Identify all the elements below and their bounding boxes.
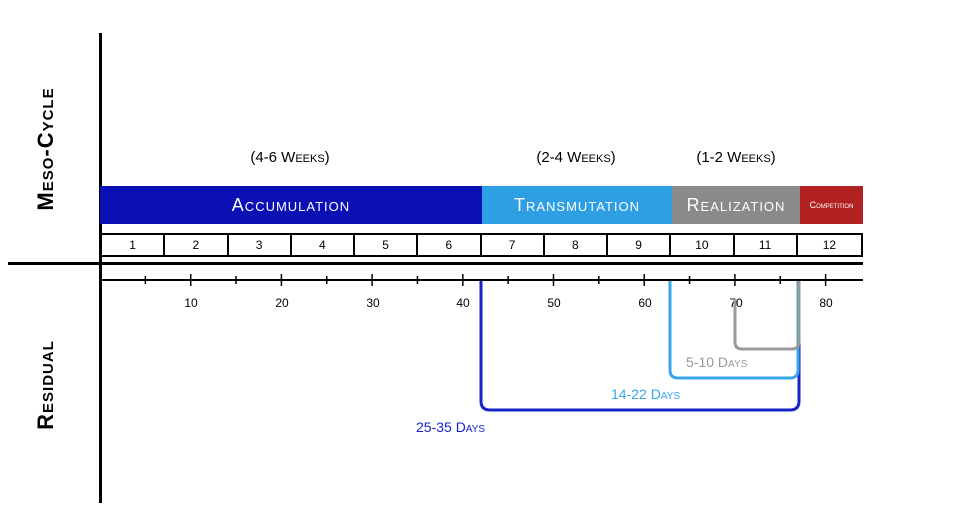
realization-residual-label: 5-10 Days xyxy=(686,354,748,370)
week-cell: 5 xyxy=(355,235,419,255)
transmutation-residual-bracket xyxy=(668,281,800,380)
day-tick-label: 10 xyxy=(184,296,198,310)
transmutation-residual-label: 14-22 Days xyxy=(611,386,681,402)
week-cell: 1 xyxy=(102,235,166,255)
accumulation-residual-bracket xyxy=(479,281,801,412)
day-tick-label: 60 xyxy=(638,296,652,310)
day-tick-label: 40 xyxy=(456,296,470,310)
week-cell: 11 xyxy=(735,235,798,255)
week-row: 1 2 3 4 5 6 7 8 9 10 11 12 xyxy=(100,233,863,257)
day-tick-label: 20 xyxy=(275,296,289,310)
week-cell: 12 xyxy=(822,238,837,252)
week-cell: 8 xyxy=(545,235,608,255)
day-axis-line xyxy=(100,279,863,281)
week-cell: 4 xyxy=(292,235,355,255)
transmutation-duration: (2-4 Weeks) xyxy=(536,149,616,166)
horizontal-axis xyxy=(8,262,863,265)
week-cell: 2 xyxy=(165,235,229,255)
week-cell: 9 xyxy=(608,235,672,255)
realization-phase-bar: Realization xyxy=(672,186,800,224)
week-cell: 10 xyxy=(671,235,735,255)
transmutation-phase-bar: Transmutation xyxy=(482,186,672,224)
day-tick-label: 50 xyxy=(547,296,561,310)
realization-duration: (1-2 Weeks) xyxy=(696,149,776,166)
competition-phase-bar: Competition xyxy=(800,186,863,224)
day-tick-label: 30 xyxy=(366,296,380,310)
accumulation-residual-label: 25-35 Days xyxy=(416,419,486,435)
vertical-axis xyxy=(99,33,102,503)
week-cell: 6 xyxy=(418,235,482,255)
realization-residual-bracket xyxy=(733,281,801,351)
week-cell: 7 xyxy=(482,235,545,255)
day-tick-label: 80 xyxy=(819,296,833,310)
accumulation-phase-bar: Accumulation xyxy=(100,186,482,224)
week-cell: 3 xyxy=(229,235,292,255)
accumulation-duration: (4-6 Weeks) xyxy=(250,149,330,166)
